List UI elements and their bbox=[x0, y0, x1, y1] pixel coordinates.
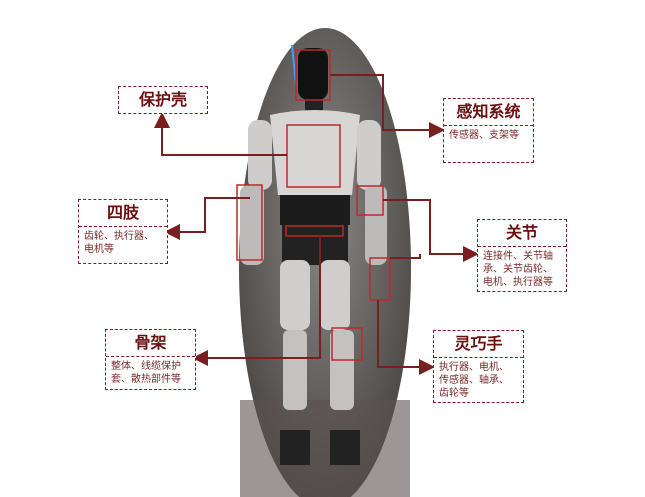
connector-lines bbox=[154, 74, 479, 375]
joints-desc: 连接件、关节轴承、关节齿轮、电机、执行器等 bbox=[478, 246, 566, 291]
skeleton-desc: 整体、线缆保护套、散热部件等 bbox=[106, 356, 195, 389]
skeleton-box: 骨架整体、线缆保护套、散热部件等 bbox=[105, 329, 196, 390]
joints-box: 关节连接件、关节轴承、关节齿轮、电机、执行器等 bbox=[477, 219, 567, 292]
shell-box: 保护壳 bbox=[118, 86, 208, 114]
joints-title: 关节 bbox=[505, 223, 538, 242]
sensing-title: 感知系统 bbox=[456, 102, 521, 121]
limbs-desc: 齿轮、执行器、电机等 bbox=[79, 226, 167, 263]
hand-box: 灵巧手执行器、电机、传感器、轴承、齿轮等 bbox=[433, 330, 524, 403]
skeleton-title: 骨架 bbox=[134, 333, 167, 352]
sensing-box: 感知系统传感器、支架等 bbox=[443, 98, 534, 163]
hand-title: 灵巧手 bbox=[454, 334, 503, 353]
hand-desc: 执行器、电机、传感器、轴承、齿轮等 bbox=[434, 357, 523, 402]
sensing-desc: 传感器、支架等 bbox=[444, 125, 533, 162]
limbs-title: 四肢 bbox=[106, 203, 139, 222]
limbs-box: 四肢齿轮、执行器、电机等 bbox=[78, 199, 168, 264]
shell-title: 保护壳 bbox=[138, 90, 187, 109]
